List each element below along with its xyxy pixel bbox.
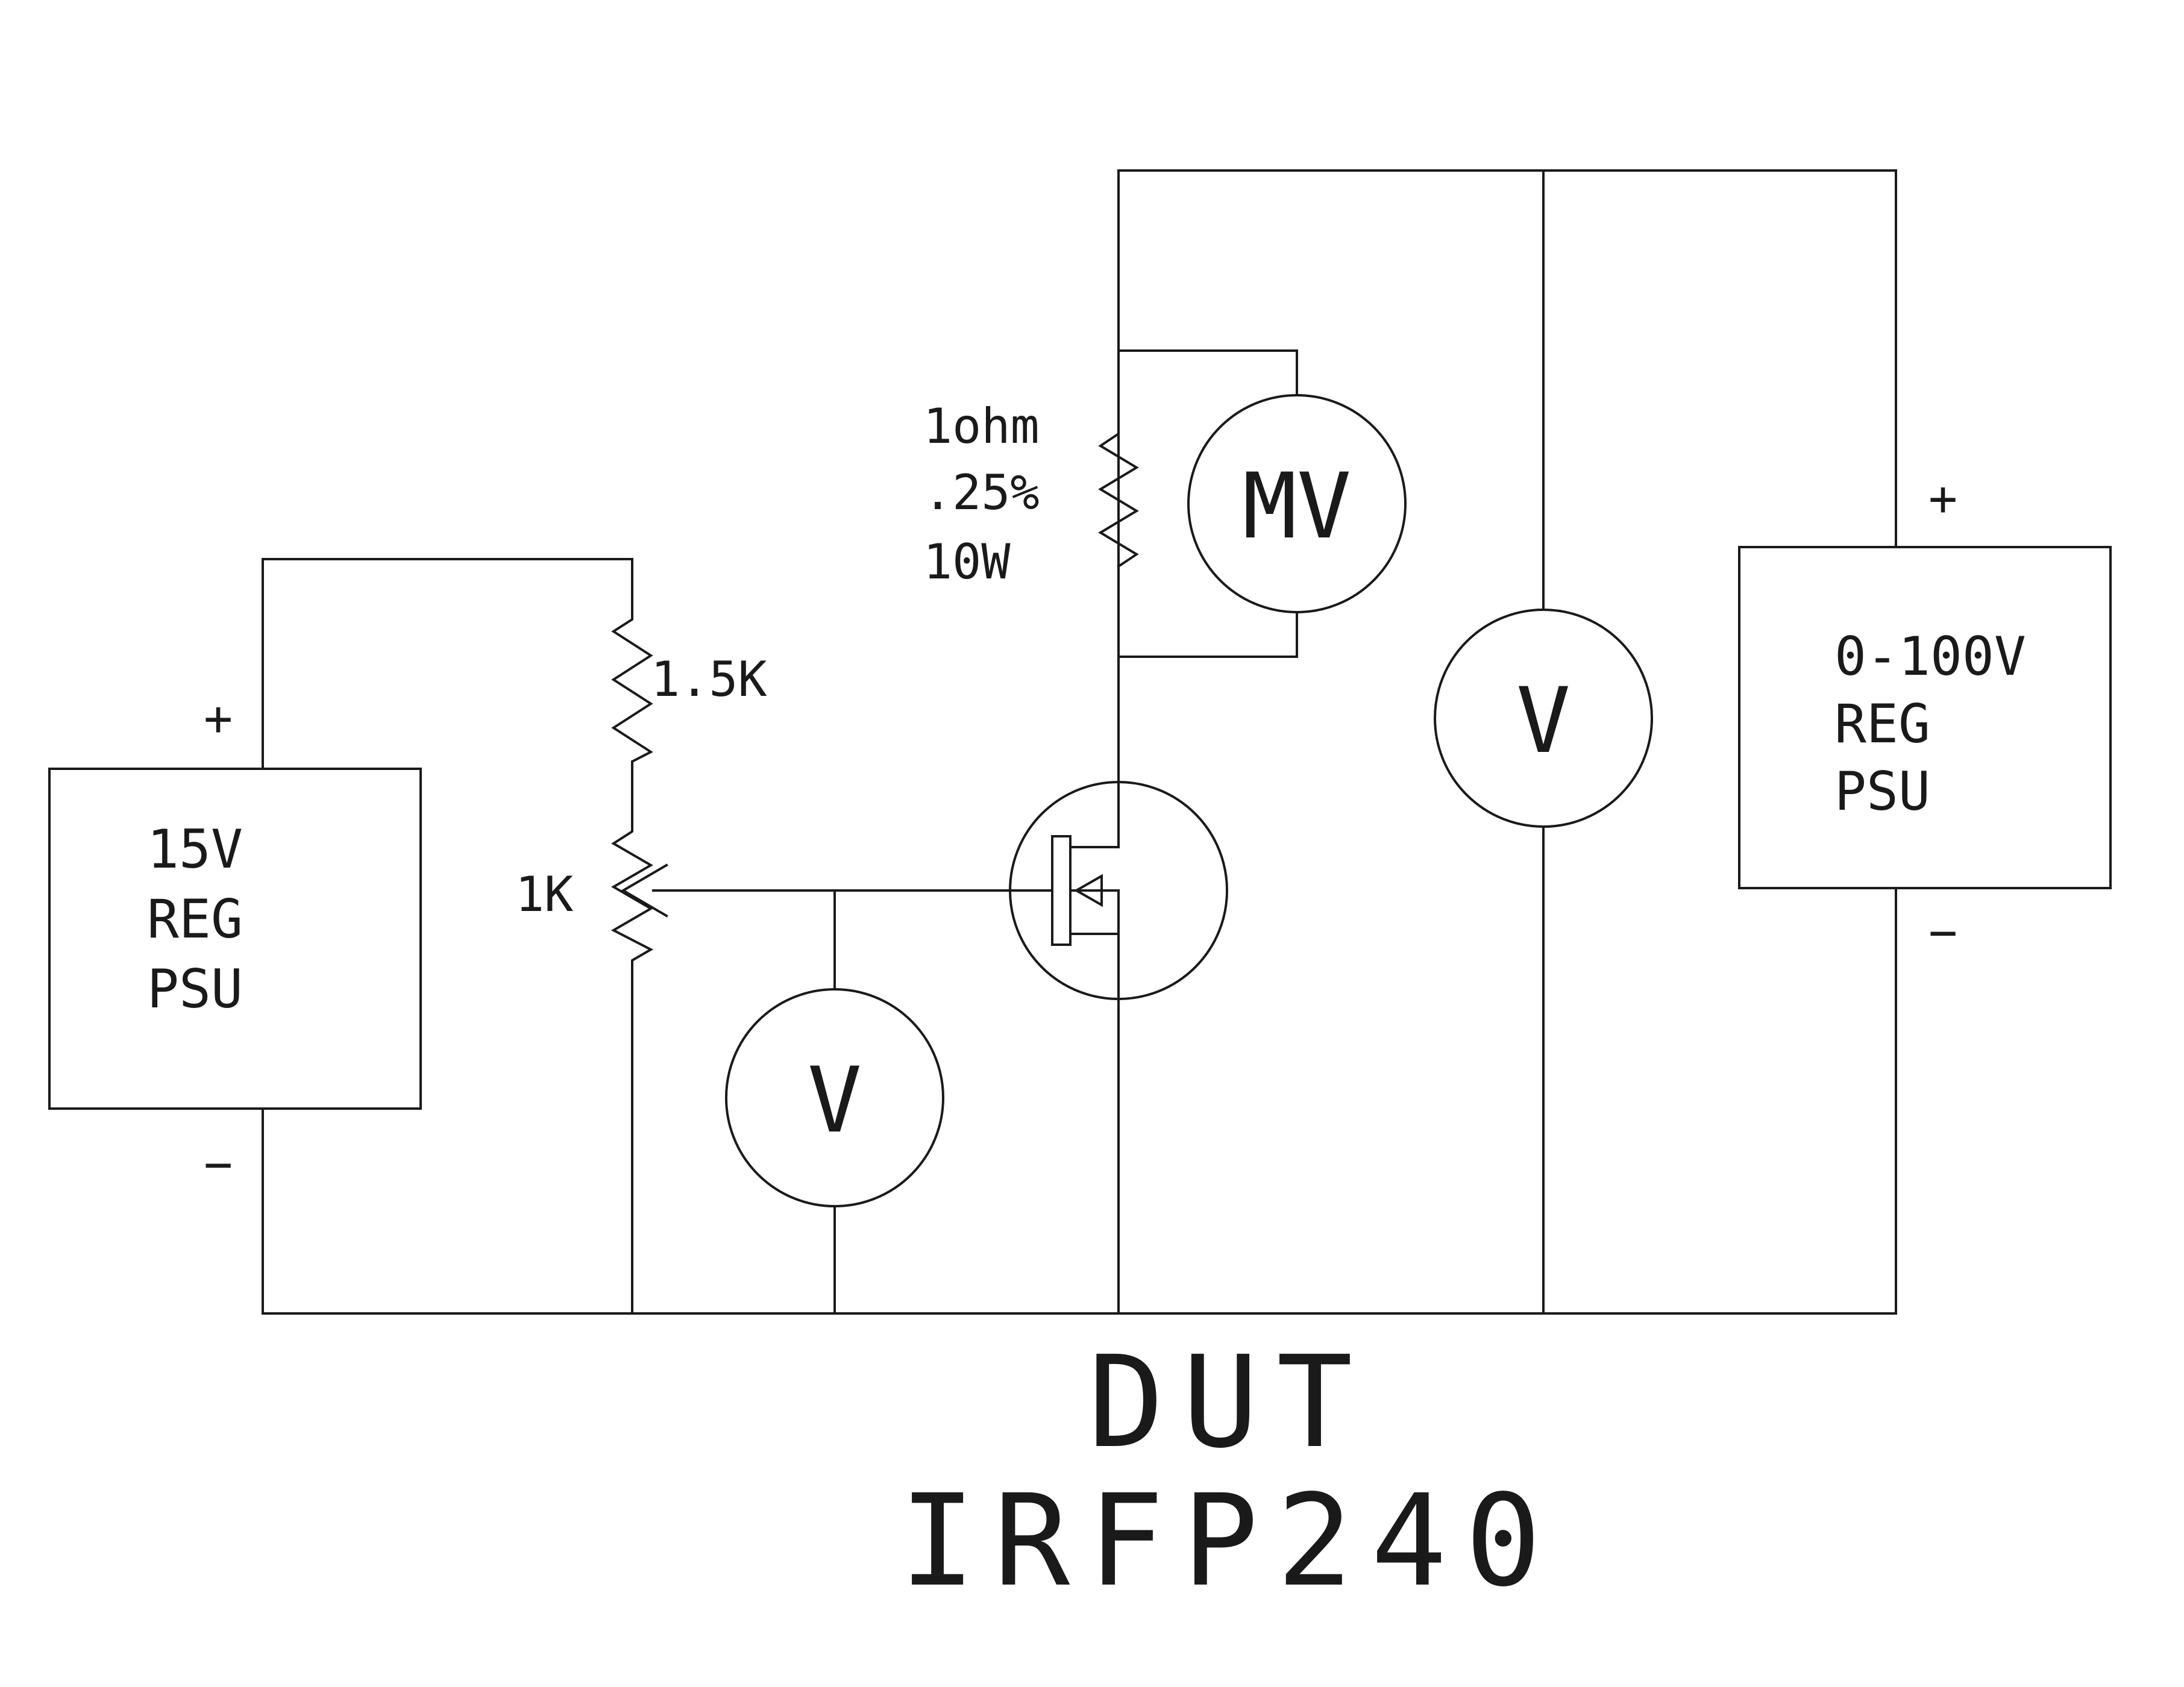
- title-block: DUT IRFP240: [899, 1329, 1559, 1615]
- left-supply-wires: [262, 558, 1897, 1315]
- potentiometer-label: 1K: [515, 866, 573, 922]
- drain-column: [1098, 169, 1139, 1315]
- shunt-line1: 1ohm: [923, 398, 1040, 454]
- supply-0-100v: 0-100V REG PSU + −: [1738, 471, 2112, 1315]
- supply-15v-box: [48, 768, 422, 1110]
- supply-0-100v-line2: REG: [1834, 693, 1930, 755]
- supply-0-100v-minus: −: [1928, 904, 1957, 960]
- supply-0-100v-line3: PSU: [1834, 760, 1930, 822]
- shunt-resistor: 1ohm .25% 10W: [923, 398, 1040, 590]
- millivolt-meter-label: MV: [1243, 454, 1352, 559]
- supply-0-100v-plus: +: [1928, 471, 1957, 527]
- gate-voltmeter-label: V: [808, 1048, 862, 1153]
- title-line1: DUT: [1088, 1329, 1370, 1476]
- drain-lead: [1069, 782, 1120, 848]
- shunt-line3: 10W: [923, 534, 1011, 590]
- supply-15v-line3: PSU: [147, 958, 243, 1020]
- potentiometer-1k: 1K: [515, 824, 838, 1315]
- mosfet-symbol: [1009, 781, 1228, 1001]
- resistor-1k5-label: 1.5K: [651, 651, 767, 707]
- body-diode-arrow-icon: [1073, 874, 1103, 907]
- shunt-line2: .25%: [923, 465, 1040, 521]
- supply-0-100v-box: [1738, 546, 2112, 889]
- supply-15v-minus: −: [204, 1136, 233, 1192]
- gate-voltmeter: V: [725, 889, 1014, 1315]
- gate-plate: [1051, 835, 1072, 946]
- supply-15v-plus: +: [204, 690, 233, 746]
- title-line2: IRFP240: [899, 1467, 1559, 1615]
- millivolt-meter: MV: [1117, 349, 1407, 658]
- drain-voltmeter: V: [1117, 169, 1897, 1315]
- supply-15v-line2: REG: [147, 888, 243, 950]
- drain-voltmeter-label: V: [1516, 669, 1571, 774]
- supply-15v-line1: 15V: [147, 818, 243, 880]
- supply-0-100v-line1: 0-100V: [1834, 625, 2026, 687]
- resistor-1k5: 1.5K: [611, 613, 767, 827]
- supply-15v: 15V REG PSU + −: [48, 690, 422, 1192]
- wiper-arrow-icon: [621, 863, 668, 918]
